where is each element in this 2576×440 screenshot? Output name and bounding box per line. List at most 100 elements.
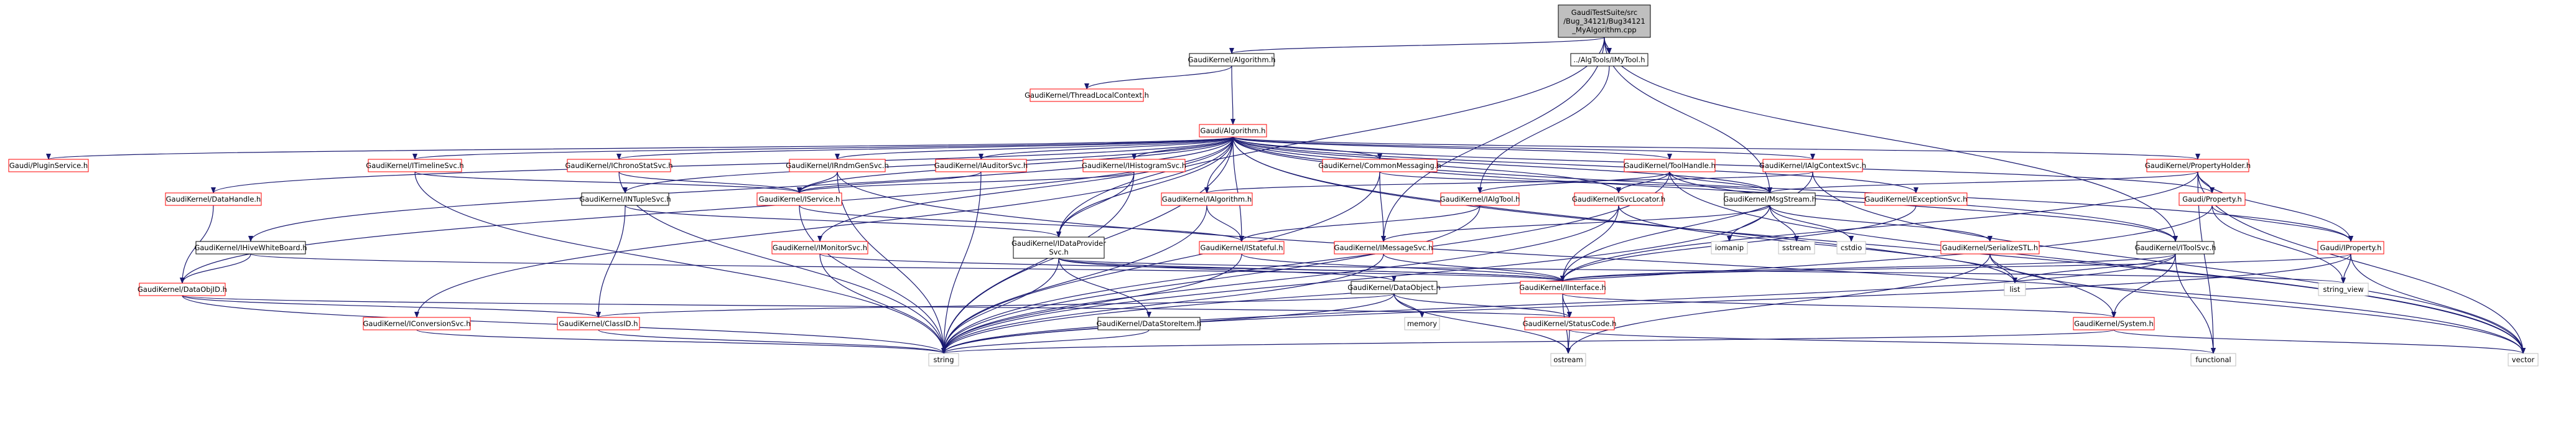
node-label: functional: [2195, 355, 2231, 364]
edge-galgorithm-to-imsgstream: [1232, 136, 1772, 194]
node-label: GaudiKernel/DataObject.h: [1347, 283, 1441, 292]
node-label: GaudiKernel/IAlgTool.h: [1440, 195, 1520, 204]
node-ialgtool[interactable]: GaudiKernel/IAlgTool.h: [1440, 192, 1520, 206]
edge-myTool-to-ialgtool: [1477, 65, 1610, 194]
node-ialgctx[interactable]: GaudiKernel/IAlgContextSvc.h: [1759, 159, 1866, 172]
node-box: [195, 241, 306, 255]
node-box: [771, 241, 868, 255]
edge-iproperty-to-string: [941, 253, 2351, 354]
edge-iproperty-to-vector: [2350, 253, 2526, 354]
edge-dataobject-to-ostream: [1393, 293, 1571, 354]
node-toolhandle[interactable]: GaudiKernel/ToolHandle.h: [1624, 159, 1716, 172]
node-classid[interactable]: GaudiKernel/ClassID.h: [557, 317, 640, 330]
node-imonitor[interactable]: GaudiKernel/IMonitorSvc.h: [771, 241, 868, 255]
edge-serialize-to-list: [1989, 253, 2017, 284]
node-iauditor[interactable]: GaudiKernel/IAuditorSvc.h: [934, 159, 1028, 172]
node-iproperty[interactable]: Gaudi/IProperty.h: [2317, 241, 2384, 255]
node-iinterface[interactable]: GaudiKernel/IInterface.h: [1519, 281, 1606, 294]
edge-imessage-to-iinterface: [1383, 253, 1565, 282]
node-label: GaudiKernel/IConversionSvc.h: [363, 319, 471, 328]
node-serialize[interactable]: GaudiKernel/SerializeSTL.h: [1940, 241, 2040, 255]
node-label: GaudiKernel/IInterface.h: [1519, 283, 1606, 292]
node-threadLocal[interactable]: GaudiKernel/ThreadLocalContext.h: [1025, 88, 1149, 102]
node-label: GaudiKernel/IAlgorithm.h: [1162, 195, 1252, 204]
node-label: GaudiKernel/ToolHandle.h: [1624, 161, 1716, 170]
node-pluginService[interactable]: Gaudi/PluginService.h: [8, 159, 89, 172]
node-box: [1322, 159, 1438, 172]
edge-toolhandle-to-itoolsvc: [1669, 171, 2178, 242]
node-box: [1199, 124, 1267, 138]
node-label: GaudiKernel/MsgStream.h: [1723, 195, 1816, 204]
edge-ihisto-to-idataprov: [1056, 171, 1135, 238]
node-label: GaudiKernel/IChronoStatSvc.h: [565, 161, 672, 170]
node-kalgorithm[interactable]: GaudiKernel/Algorithm.h: [1188, 53, 1276, 67]
node-box: [1836, 241, 1866, 255]
node-irndm[interactable]: GaudiKernel/IRndmGenSvc.h: [786, 159, 889, 172]
node-imessage[interactable]: GaudiKernel/IMessageSvc.h: [1334, 241, 1433, 255]
edge-imsgstream-to-serialize: [1769, 205, 1992, 242]
node-statuscode[interactable]: GaudiKernel/StatusCode.h: [1523, 317, 1617, 330]
edge-datastore-to-string: [941, 329, 1150, 354]
node-label: ostream: [1553, 355, 1583, 364]
edge-imsgstream-to-sstream: [1769, 205, 1799, 242]
node-myTool[interactable]: ../AlgTools/IMyTool.h: [1570, 53, 1648, 67]
node-label: memory: [1407, 319, 1437, 328]
edge-propholder-to-imsgstream: [1767, 171, 2198, 194]
edge-galgorithm-to-imonitor: [817, 136, 1234, 242]
node-box: [581, 192, 669, 206]
edge-propholder-to-iinterface: [1560, 171, 2198, 282]
edge-toolhandle-to-ialgtool: [1477, 171, 1670, 194]
node-commonmsg[interactable]: GaudiKernel/CommonMessaging.h: [1318, 159, 1441, 172]
node-system[interactable]: GaudiKernel/System.h: [2073, 317, 2155, 330]
edge-toolhandle-to-vector: [1669, 171, 2526, 354]
node-istateful[interactable]: GaudiKernel/IStateful.h: [1199, 241, 1285, 255]
node-dataobjid[interactable]: GaudiKernel/DataObjID.h: [137, 283, 227, 296]
edge-galgorithm-to-vector: [1232, 136, 2526, 354]
edge-iproperty-to-iinterface: [1560, 253, 2351, 282]
edge-ialgctx-to-vector: [1812, 171, 2526, 354]
node-label: list: [2010, 285, 2020, 294]
edge-galgorithm-to-ialgorithm: [1204, 136, 1234, 194]
edge-imsgstream-to-cstdio: [1769, 205, 1854, 242]
node-label: GaudiKernel/IToolSvc.h: [2135, 243, 2216, 252]
edge-dataobjid-to-classid: [182, 295, 601, 318]
node-ihivewb[interactable]: GaudiKernel/IHiveWhiteBoard.h: [194, 241, 307, 255]
node-ichrono[interactable]: GaudiKernel/IChronoStatSvc.h: [565, 159, 673, 172]
node-itoolsvc[interactable]: GaudiKernel/IToolSvc.h: [2135, 241, 2216, 255]
node-box: [1189, 53, 1275, 67]
node-label: Gaudi/IProperty.h: [2320, 243, 2382, 252]
node-intuple[interactable]: GaudiKernel/INTupleSvc.h: [579, 192, 671, 206]
node-dataobject[interactable]: GaudiKernel/DataObject.h: [1347, 281, 1441, 294]
node-iexception[interactable]: GaudiKernel/IExceptionSvc.h: [1864, 192, 1968, 206]
node-ihisto[interactable]: GaudiKernel/IHistogramSvc.h: [1082, 159, 1186, 172]
node-label: GaudiKernel/SerializeSTL.h: [1942, 243, 2038, 252]
node-galgorithm[interactable]: Gaudi/Algorithm.h: [1199, 124, 1267, 138]
node-datastore[interactable]: GaudiKernel/DataStoreItem.h: [1097, 317, 1202, 330]
node-iservice[interactable]: GaudiKernel/IService.h: [756, 192, 842, 206]
node-isvcloc[interactable]: GaudiKernel/ISvcLocator.h: [1572, 192, 1665, 206]
edge-galgorithm-to-idataprov: [1056, 136, 1234, 238]
node-box: [1574, 192, 1663, 206]
edge-galgorithm-to-ichrono: [616, 136, 1234, 160]
node-box: [789, 159, 886, 172]
edge-galgorithm-to-ihivewb: [248, 136, 1234, 242]
node-label: GaudiKernel/Algorithm.h: [1188, 55, 1275, 64]
node-box: [2190, 353, 2236, 367]
node-box: [1778, 241, 1815, 255]
edge-root-to-kalgorithm: [1229, 37, 1605, 54]
node-itimeline[interactable]: GaudiKernel/ITimelineSvc.h: [366, 159, 464, 172]
edge-classid-to-string: [598, 329, 946, 354]
node-label: GaudiKernel/System.h: [2074, 319, 2154, 328]
node-datahandle[interactable]: GaudiKernel/DataHandle.h: [165, 192, 262, 206]
node-gproperty[interactable]: Gaudi/Property.h: [2178, 192, 2246, 206]
node-ialgorithm[interactable]: GaudiKernel/IAlgorithm.h: [1161, 192, 1253, 206]
node-imsgstream[interactable]: GaudiKernel/MsgStream.h: [1723, 192, 1816, 206]
node-iconversion[interactable]: GaudiKernel/IConversionSvc.h: [363, 317, 471, 330]
edge-isvcloc-to-string: [941, 205, 1619, 354]
edge-ihisto-to-string: [941, 171, 1135, 354]
node-box: [2004, 283, 2026, 296]
edge-kalgorithm-to-galgorithm: [1230, 65, 1235, 125]
node-root[interactable]: GaudiTestSuite/src/Bug_34121/Bug34121_My…: [1558, 4, 1651, 38]
node-propholder[interactable]: GaudiKernel/PropertyHolder.h: [2145, 159, 2251, 172]
